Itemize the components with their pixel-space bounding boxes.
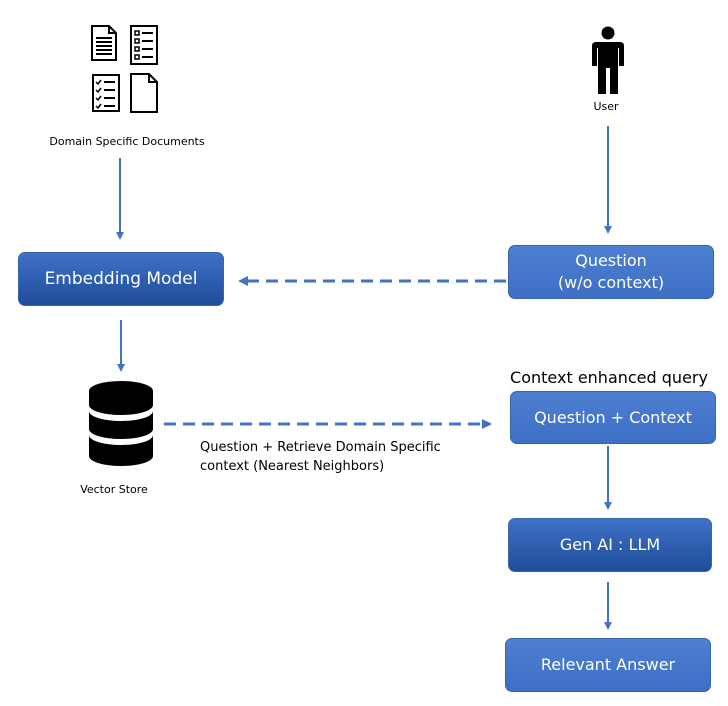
relevant-answer-label: Relevant Answer	[540, 655, 676, 675]
question-context-box: Question + Context	[510, 391, 716, 444]
blank-document-icon	[130, 73, 158, 113]
person-icon	[592, 26, 624, 94]
document-lines-icon	[91, 25, 117, 61]
user-label: User	[593, 100, 619, 113]
question-label-line1: Question	[575, 251, 647, 271]
documents-label: Domain Specific Documents	[49, 135, 205, 148]
question-box: Question (w/o context)	[508, 245, 714, 299]
question-label-line2: (w/o context)	[557, 273, 665, 292]
vector-store-label: Vector Store	[80, 483, 148, 496]
embedding-model-box: Embedding Model	[18, 252, 224, 306]
retrieve-label: Question + Retrieve Domain Specific cont…	[200, 438, 441, 476]
gen-ai-llm-box: Gen AI : LLM	[508, 518, 712, 572]
retrieve-label-line2: context (Nearest Neighbors)	[200, 459, 385, 474]
gen-ai-llm-label: Gen AI : LLM	[559, 535, 661, 555]
relevant-answer-box: Relevant Answer	[505, 638, 711, 692]
checklist-boxes-icon	[130, 25, 158, 65]
retrieve-label-line1: Question + Retrieve Domain Specific	[200, 440, 441, 455]
database-icon	[89, 381, 153, 466]
question-context-label: Question + Context	[534, 407, 692, 427]
context-enhanced-caption: Context enhanced query	[510, 368, 708, 387]
checklist-checked-icon	[92, 74, 120, 112]
embedding-model-label: Embedding Model	[44, 268, 198, 289]
